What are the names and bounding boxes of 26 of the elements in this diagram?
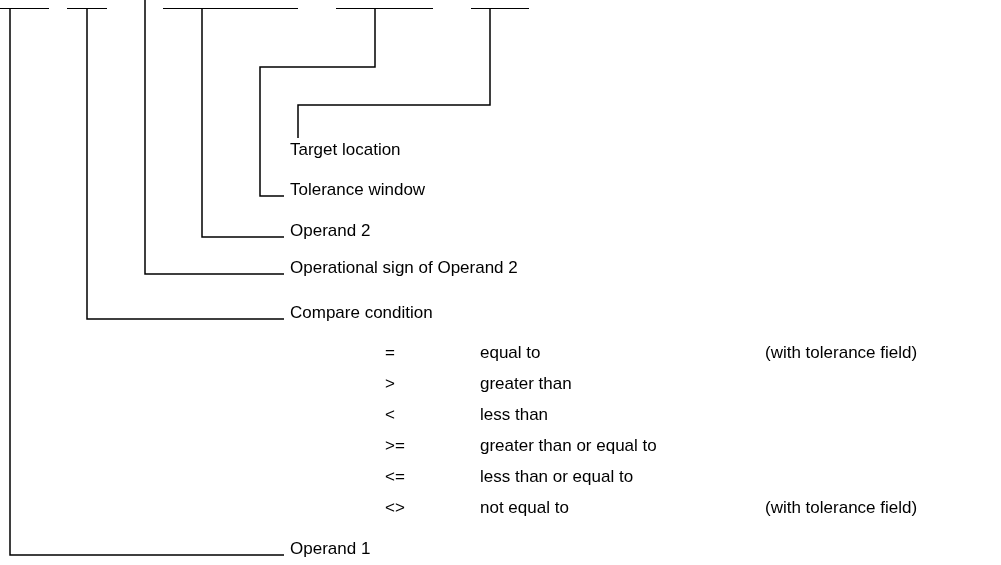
operator-symbol: <=: [385, 467, 405, 487]
leader-line: [86, 8, 285, 320]
operator-symbol: >=: [385, 436, 405, 456]
explanation-text: Compare condition: [290, 303, 433, 323]
note-text: (with tolerance field): [765, 498, 918, 518]
operator-description: not equal to: [480, 498, 569, 518]
explanation-text: Operational sign of Operand 2: [290, 258, 518, 278]
leader-line: [259, 8, 376, 197]
operator-symbol: <>: [385, 498, 405, 518]
operator-description: equal to: [480, 343, 541, 363]
explanation-text: Tolerance window: [290, 180, 426, 200]
leader-line: [144, 0, 285, 275]
operator-description: greater than or equal to: [480, 436, 657, 456]
leader-line: [201, 8, 285, 238]
operator-description: less than or equal to: [480, 467, 634, 487]
note-text: (with tolerance field): [765, 343, 918, 363]
operator-description: greater than: [480, 374, 572, 394]
operator-symbol: <: [385, 405, 395, 425]
leader-line: [9, 8, 285, 556]
explanation-text: Operand 1: [290, 539, 371, 559]
operator-description: less than: [480, 405, 549, 425]
explanation-text: Target location: [290, 140, 401, 160]
explanation-text: Operand 2: [290, 221, 371, 241]
operator-symbol: =: [385, 343, 395, 363]
operator-symbol: >: [385, 374, 395, 394]
leader-line: [297, 8, 491, 139]
